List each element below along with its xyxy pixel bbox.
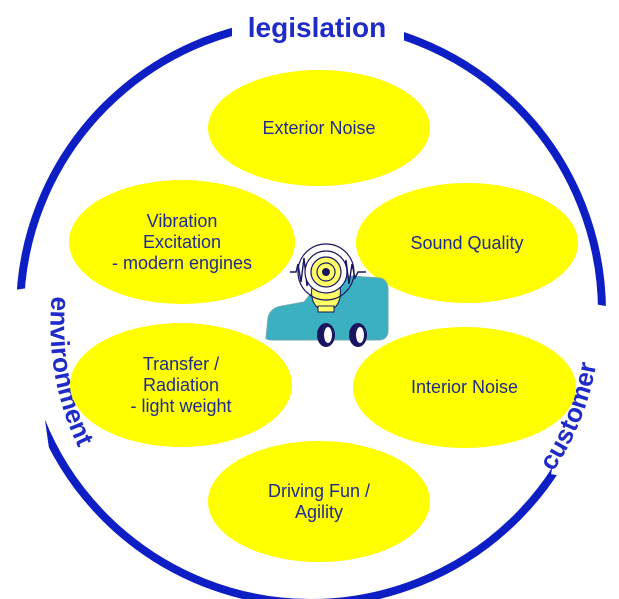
transfer-radiation-label: Transfer / Radiation - light weight: [130, 353, 232, 416]
legislation-label: legislation: [248, 12, 386, 43]
driving-fun-ellipse: Driving Fun / Agility: [208, 441, 430, 562]
sound-quality-label: Sound Quality: [410, 232, 524, 253]
exterior-noise-label: Exterior Noise: [262, 117, 376, 138]
driving-fun-label: Driving Fun / Agility: [267, 480, 371, 522]
car-with-sound-bulb-icon: [265, 243, 389, 347]
sound-quality-ellipse: Sound Quality: [356, 183, 578, 303]
interior-noise-ellipse: Interior Noise: [353, 327, 576, 448]
transfer-radiation-ellipse: Transfer / Radiation - light weight: [70, 323, 292, 447]
vibration-excitation-ellipse: Vibration Excitation - modern engines: [69, 180, 295, 304]
interior-noise-label: Interior Noise: [410, 377, 519, 397]
vibration-excitation-label: Vibration Excitation - modern engines: [111, 210, 253, 273]
exterior-noise-ellipse: Exterior Noise: [208, 70, 430, 186]
